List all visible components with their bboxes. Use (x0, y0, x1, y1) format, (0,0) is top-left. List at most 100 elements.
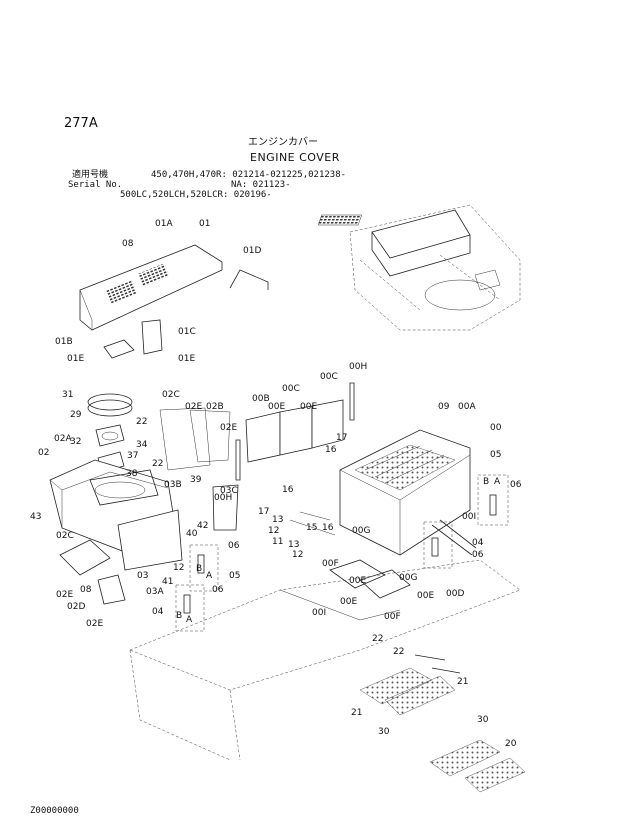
callout-00e: 00E (417, 591, 434, 601)
callout-02e: 02E (220, 423, 237, 433)
serial-line-2: NA: 021123- (231, 180, 291, 190)
callout-04: 04 (472, 538, 484, 548)
callout-12: 12 (292, 550, 303, 560)
callout-39: 39 (190, 475, 202, 485)
callout-06: 06 (510, 480, 522, 490)
upper-frame-outline (129, 559, 521, 761)
callout-40: 40 (186, 529, 198, 539)
footer-code: Z00000000 (30, 806, 79, 816)
callout-01c: 01C (178, 327, 196, 337)
callout-02: 02 (38, 448, 49, 458)
engine-cover-main (289, 429, 477, 599)
callout-21: 21 (351, 708, 362, 718)
callout-13: 13 (272, 515, 283, 525)
callout-01b: 01B (55, 337, 73, 347)
serial-line-3: 500LC,520LCH,520LCR: 020196- (120, 190, 272, 200)
callout-02a: 02A (54, 434, 72, 444)
callout-31: 31 (62, 390, 73, 400)
callout-15: 15 (306, 523, 317, 533)
callout-01: 01 (199, 219, 210, 229)
callout-00e: 00E (268, 402, 285, 412)
callout-22: 22 (393, 647, 404, 657)
serial-label-japanese: 適用号機 (72, 170, 109, 180)
callout-11: 11 (272, 537, 283, 547)
callout-43: 43 (30, 512, 41, 522)
callout-a: A (494, 477, 501, 487)
callout-00h: 00H (349, 362, 367, 372)
callout-00c: 00C (282, 384, 300, 394)
callout-41: 41 (162, 577, 173, 587)
callout-01e: 01E (67, 354, 84, 364)
callout-22: 22 (152, 459, 163, 469)
callout-03c: 03C (220, 486, 238, 496)
serial-label-english: Serial No. (68, 180, 123, 190)
callout-b: B (196, 564, 202, 574)
upper-side-cover (79, 244, 269, 359)
callout-29: 29 (70, 410, 82, 420)
callout-02b: 02B (206, 402, 224, 412)
callout-02e: 02E (56, 590, 73, 600)
callout-00d: 00D (446, 589, 464, 599)
latch-assemblies (175, 474, 509, 632)
callout-00b: 00B (252, 394, 270, 404)
callout-02d: 02D (67, 602, 85, 612)
callout-02c: 02C (56, 531, 74, 541)
callout-42: 42 (197, 521, 208, 531)
callout-00e: 00E (300, 402, 317, 412)
callout-12: 12 (268, 526, 279, 536)
callout-00i: 00I (462, 512, 476, 522)
callout-b: B (176, 611, 182, 621)
callout-34: 34 (136, 440, 148, 450)
callout-37: 37 (127, 451, 138, 461)
callout-21: 21 (457, 677, 468, 687)
callout-22: 22 (372, 634, 383, 644)
callout-00h: 00H (214, 493, 232, 503)
callout-06: 06 (212, 585, 224, 595)
callout-00i: 00I (312, 608, 326, 618)
callout-03: 03 (137, 571, 148, 581)
callout-16: 16 (282, 485, 294, 495)
callout-03a: 03A (146, 587, 164, 597)
callout-20: 20 (505, 739, 517, 749)
callout-05: 05 (229, 571, 240, 581)
callout-01a: 01A (155, 219, 173, 229)
callout-09: 09 (438, 402, 450, 412)
callout-13: 13 (288, 540, 299, 550)
callout-08: 08 (80, 585, 92, 595)
page-number: 277A (64, 116, 98, 131)
callout-03b: 03B (164, 480, 182, 490)
serial-line-1: 450,470H,470R: 021214-021225,021238- (151, 170, 347, 180)
callout-02c: 02C (162, 390, 180, 400)
callout-32: 32 (70, 437, 81, 447)
callout-38: 38 (126, 469, 138, 479)
callout-00c: 00C (320, 372, 338, 382)
callout-16: 16 (322, 523, 334, 533)
callout-06: 06 (472, 550, 484, 560)
callout-22: 22 (136, 417, 147, 427)
callout-06: 06 (228, 541, 240, 551)
title-english: ENGINE COVER (250, 151, 340, 164)
callout-00g: 00G (399, 573, 417, 583)
callout-17: 17 (258, 507, 269, 517)
callout-b: B (483, 477, 489, 487)
machine-overview-inset (317, 204, 521, 331)
callout-00e: 00E (340, 597, 357, 607)
callout-00g: 00G (352, 526, 370, 536)
callout-02e: 02E (185, 402, 202, 412)
callout-00a: 00A (458, 402, 476, 412)
callout-01d: 01D (243, 246, 261, 256)
callout-05: 05 (490, 450, 501, 460)
center-partition-panels (235, 382, 355, 481)
engine-hood-left (49, 393, 239, 605)
title-japanese: エンジンカバー (248, 137, 318, 148)
callout-01e: 01E (178, 354, 195, 364)
callout-12: 12 (173, 563, 184, 573)
callout-a: A (186, 615, 193, 625)
callout-00e: 00E (349, 576, 366, 586)
callout-02e: 02E (86, 619, 103, 629)
callout-30: 30 (378, 727, 390, 737)
callout-00f: 00F (322, 559, 339, 569)
